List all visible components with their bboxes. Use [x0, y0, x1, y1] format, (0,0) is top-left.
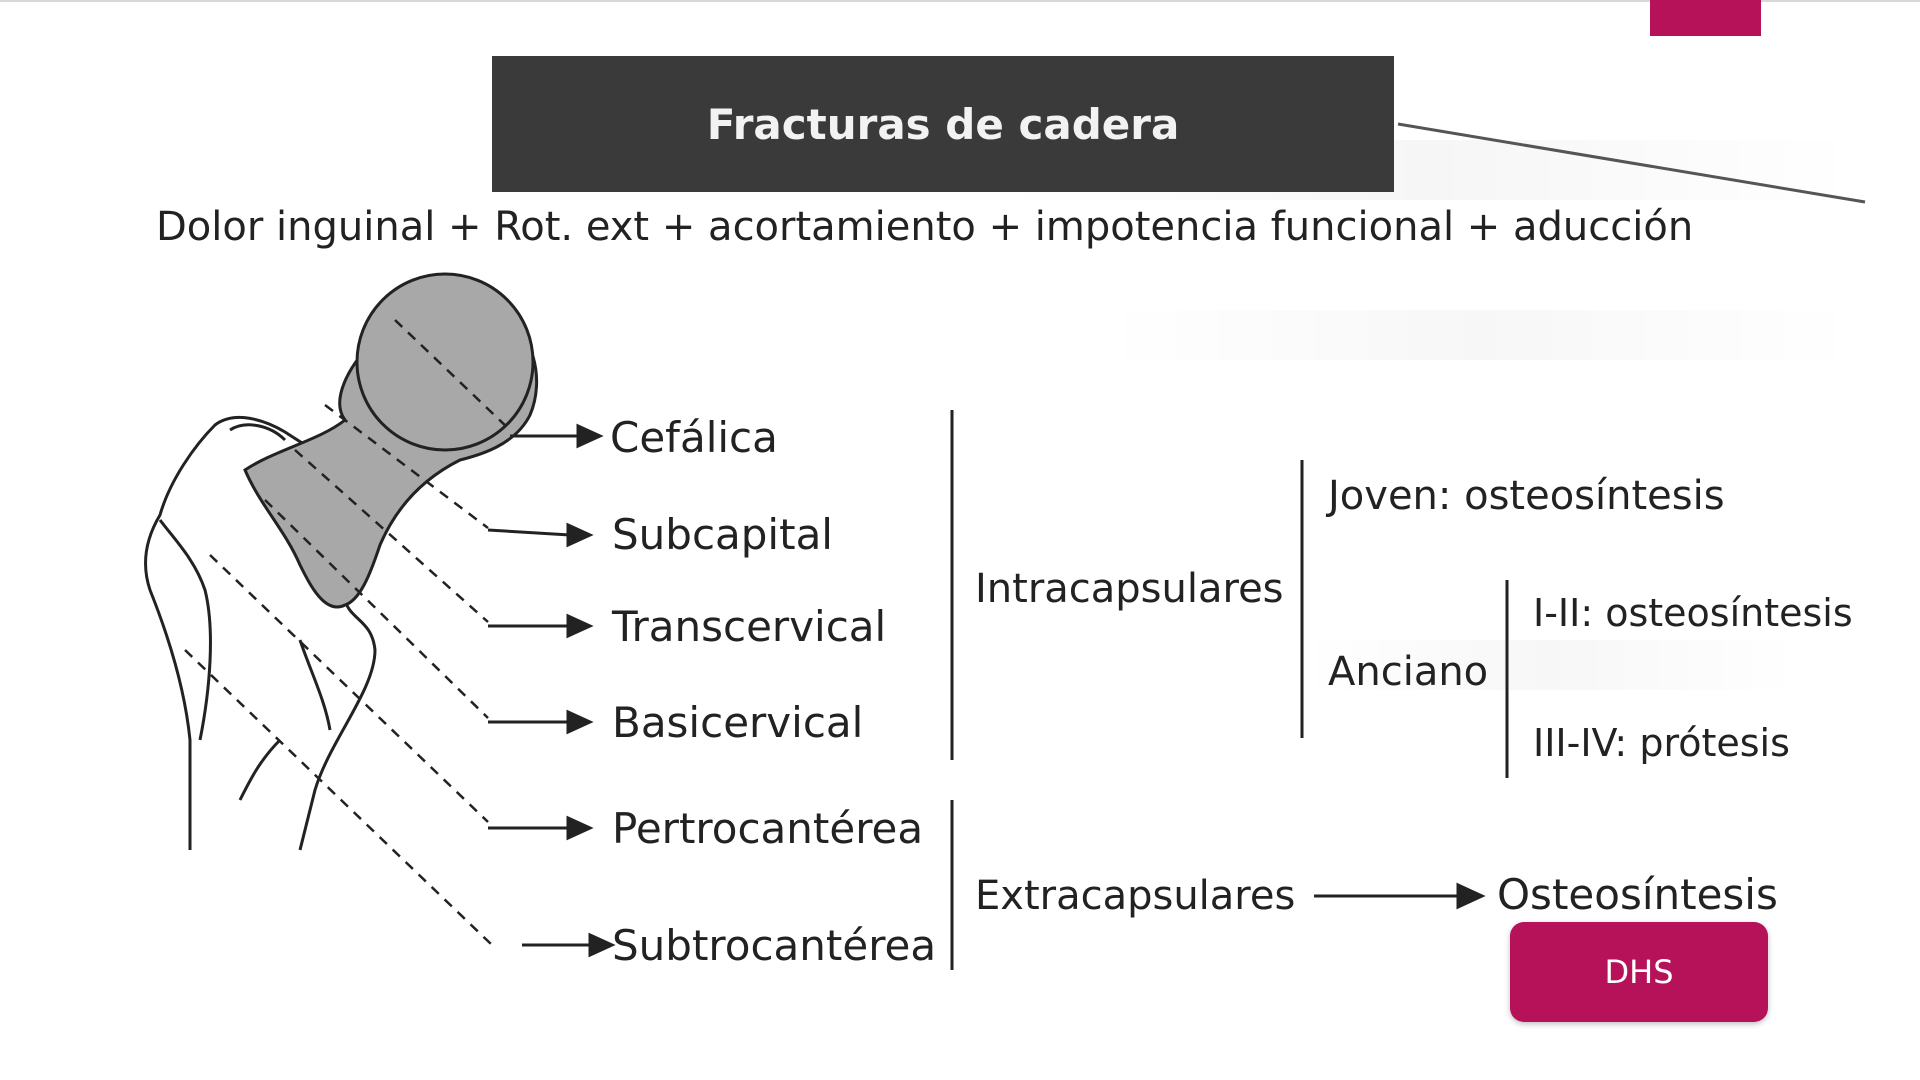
label-grado-3-4: III-IV: prótesis [1533, 721, 1790, 765]
label-extracapsulares: Extracapsulares [975, 873, 1296, 919]
label-intracapsulares: Intracapsulares [975, 566, 1284, 612]
label-transcervical: Transcervical [612, 602, 887, 651]
label-joven: Joven: osteosíntesis [1328, 473, 1725, 519]
title-pointer-line [1397, 122, 1866, 204]
symptoms-subtitle: Dolor inguinal + Rot. ext + acortamiento… [156, 204, 1694, 250]
extracapsular-arrow [1314, 882, 1486, 910]
label-subtrocanterea: Subtrocantérea [612, 921, 937, 970]
label-basicervical: Basicervical [612, 698, 864, 747]
page-title: Fracturas de cadera [706, 99, 1180, 149]
ghost-bleed [1100, 310, 1860, 360]
title-banner: Fracturas de cadera [492, 56, 1394, 192]
label-osteosintesis: Osteosíntesis [1497, 870, 1778, 919]
label-pertrocanterea: Pertrocantérea [612, 804, 924, 853]
label-grado-1-2: I-II: osteosíntesis [1533, 591, 1853, 635]
label-anciano: Anciano [1328, 649, 1489, 695]
fracture-lines [184, 319, 511, 946]
type-arrows [487, 423, 616, 958]
dhs-button-label: DHS [1604, 953, 1674, 991]
accent-tab [1650, 0, 1761, 36]
dhs-button[interactable]: DHS [1510, 922, 1768, 1022]
ghost-bleed [1300, 640, 1800, 690]
femur-head-neck [243, 272, 538, 609]
top-rule [0, 0, 1920, 2]
label-cefalica: Cefálica [610, 413, 778, 462]
label-subcapital: Subcapital [612, 510, 833, 559]
